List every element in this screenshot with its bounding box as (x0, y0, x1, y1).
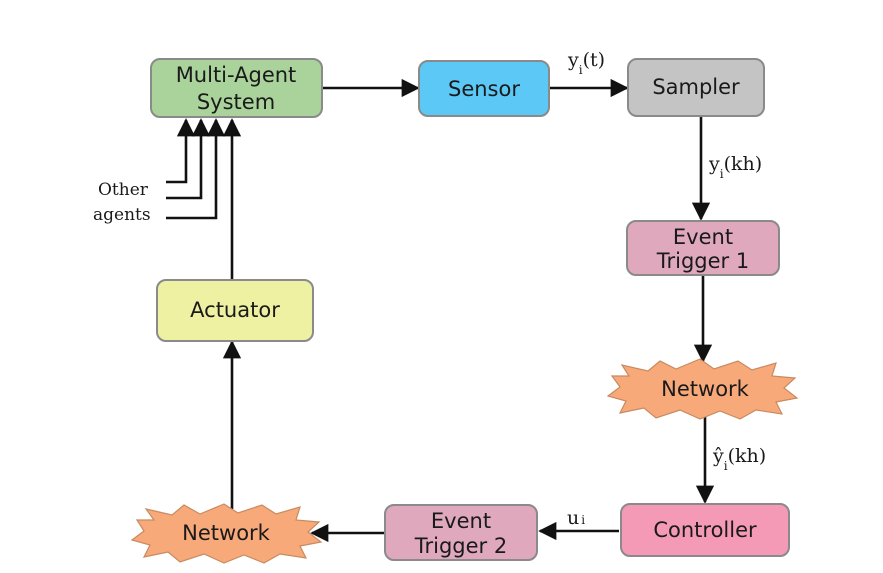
edge-label-yi-t: yi(t) (567, 49, 605, 77)
mas-line1: Multi-Agent (176, 63, 297, 87)
node-actuator: Actuator (156, 279, 314, 342)
node-network-left: Network (130, 503, 323, 564)
node-event-trigger-1: Event Trigger 1 (626, 220, 780, 276)
sensor-label: Sensor (448, 77, 520, 101)
other-agents-line1: Other (98, 180, 149, 200)
trigger2-line2: Trigger 2 (414, 534, 507, 558)
connections (166, 78, 715, 543)
node-event-trigger-2: Event Trigger 2 (384, 504, 538, 561)
arrow-other-agent-3 (166, 118, 226, 220)
arrow-other-agent-2 (166, 118, 211, 200)
trigger2-line1: Event (431, 509, 491, 533)
trigger1-line2: Trigger 1 (656, 249, 749, 273)
actuator-label: Actuator (190, 298, 280, 322)
other-agents-line2: agents (93, 205, 151, 225)
network-left-label: Network (182, 521, 271, 545)
node-sampler: Sampler (627, 58, 765, 117)
arrow-other-agent-1 (166, 118, 196, 184)
node-sensor: Sensor (418, 60, 550, 117)
sampler-label: Sampler (652, 75, 740, 99)
controller-label: Controller (653, 518, 757, 542)
edge-label-yhat-kh: ŷi(kh) (712, 445, 766, 473)
node-controller: Controller (620, 503, 790, 557)
node-network-right: Network (606, 358, 799, 420)
trigger1-line1: Event (673, 225, 733, 249)
mas-line2: System (197, 90, 275, 114)
network-right-label: Network (661, 377, 750, 401)
edge-label-yi-kh: yi(kh) (708, 153, 762, 181)
node-multi-agent-system: Multi-Agent System (150, 58, 323, 118)
